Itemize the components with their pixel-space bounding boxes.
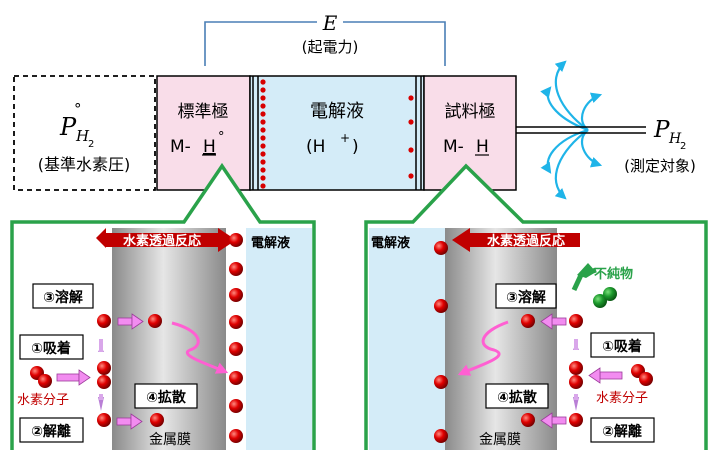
right-dissolve-label: ③溶解	[506, 289, 546, 306]
impurity-label: 不純物	[594, 266, 633, 282]
right-membrane-label: 金属膜	[479, 432, 521, 448]
left-adsorb-box	[19, 334, 84, 360]
standard-electrode-title: 標準極	[178, 102, 229, 122]
left-dissociate-label: ②解離	[31, 423, 71, 440]
reference-pressure-subsub: 2	[88, 139, 94, 150]
sample-side-hydrogen-dots	[408, 95, 414, 179]
left-dissociate-box	[19, 417, 84, 443]
standard-electrode-formula-prefix: M-	[170, 137, 191, 157]
left-adsorb-label: ①吸着	[31, 340, 71, 357]
electrolyte-cell	[249, 75, 425, 191]
reference-pressure-sub: H	[75, 127, 90, 145]
emf-wire	[204, 21, 446, 66]
left-metal-membrane	[112, 228, 226, 450]
right-dissociate-box	[590, 417, 655, 443]
right-metal-membrane	[445, 228, 557, 450]
standard-electrode-formula-h: H	[203, 137, 216, 157]
electrolyte-ion-sup: +	[340, 131, 350, 145]
reference-pressure-label: (基準水素圧)	[38, 155, 131, 174]
measured-pressure-symbol: P	[653, 117, 670, 143]
sample-electrode-title: 試料極	[445, 102, 496, 122]
right-dissociate-arrow	[540, 412, 567, 429]
left-permeation-arrow	[96, 228, 236, 252]
right-diffuse-label: ④拡散	[497, 389, 538, 406]
right-dissolve-arrow	[540, 313, 567, 330]
impurity-arrow	[571, 263, 597, 292]
reference-pressure-symbol: P	[59, 113, 77, 141]
left-membrane-label: 金属膜	[149, 432, 191, 448]
electrolyte-ion-close: )	[352, 137, 359, 157]
left-dissociate-arrow	[116, 413, 143, 430]
left-dissolve-label: ③溶解	[43, 289, 83, 306]
right-dissociate-label: ②解離	[602, 423, 642, 440]
right-electrolyte-label: 電解液	[371, 235, 410, 251]
electrolyte-title: 電解液	[310, 101, 364, 122]
right-adsorb-label: ①吸着	[602, 338, 642, 355]
right-adsorb-box	[590, 332, 655, 358]
right-permeation-label: 水素透過反応	[487, 233, 565, 249]
right-diffusion-arrow	[457, 320, 509, 376]
right-electrolyte-atoms	[434, 241, 448, 443]
emf-symbol: E	[322, 11, 338, 35]
sample-electrode-formula-prefix: M-	[443, 137, 464, 157]
measured-pressure-subsub: 2	[680, 141, 686, 152]
electrolyte-ion-open: (H	[306, 137, 325, 157]
left-dissolve-arrow	[117, 313, 144, 330]
right-zoom-panel: 電解液 水素透過反応 不純物 ③溶解	[364, 163, 708, 450]
right-molecule-label: 水素分子	[596, 391, 648, 406]
measured-label: (測定対象)	[624, 157, 696, 175]
standard-electrode-formula-degree: °	[218, 130, 225, 145]
left-diffuse-box	[134, 383, 198, 409]
right-dissolve-box	[495, 283, 557, 309]
left-adsorb-arrow	[56, 369, 91, 386]
left-diffuse-label: ④拡散	[146, 389, 187, 406]
left-dissolve-box	[32, 283, 94, 309]
right-permeation-arrow	[452, 228, 580, 252]
reference-pressure-box	[13, 75, 156, 191]
standard-electrode	[156, 75, 251, 191]
left-permeation-label: 水素透過反応	[123, 233, 201, 249]
left-surface-atoms	[229, 233, 243, 443]
emf-label: (起電力)	[302, 38, 359, 56]
right-adsorb-arrow	[588, 367, 623, 384]
left-molecule-label: 水素分子	[17, 393, 69, 408]
hydrogen-gas-outflow-arrows	[540, 60, 603, 200]
reference-pressure-degree: °	[74, 100, 82, 118]
left-zoom-panel: 水素透過反応 電解液 ③溶解 ①吸着	[10, 162, 316, 450]
measured-pressure-sub: H	[668, 131, 682, 147]
right-diffuse-box	[485, 383, 549, 409]
standard-side-hydrogen-dots	[260, 79, 266, 189]
sample-electrode-formula-h: H	[476, 137, 489, 157]
left-diffusion-arrow	[171, 321, 229, 374]
left-electrolyte-label: 電解液	[251, 235, 290, 251]
